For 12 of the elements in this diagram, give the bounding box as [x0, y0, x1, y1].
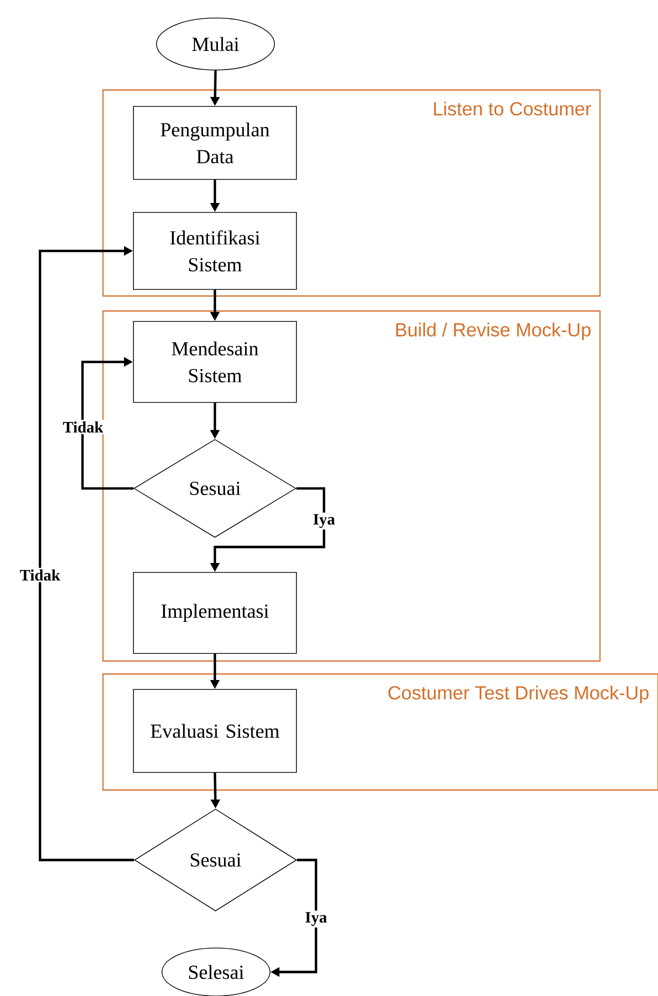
- edge-label: Iya: [311, 512, 337, 530]
- arrow: [81, 357, 134, 490]
- edge-label: Tidak: [18, 568, 62, 582]
- process-box: Implementasi: [133, 572, 297, 654]
- process-box: Identifikasi Sistem: [133, 212, 297, 290]
- edge-label: Iya: [303, 910, 329, 928]
- process-box: Evaluasi Sistem: [133, 689, 297, 773]
- arrow: [38, 246, 134, 862]
- terminal-oval: Mulai: [156, 18, 275, 70]
- process-box: Mendesain Sistem: [133, 321, 297, 403]
- edge-label: Tidak: [61, 420, 105, 434]
- process-box: Pengumpulan Data: [133, 106, 297, 180]
